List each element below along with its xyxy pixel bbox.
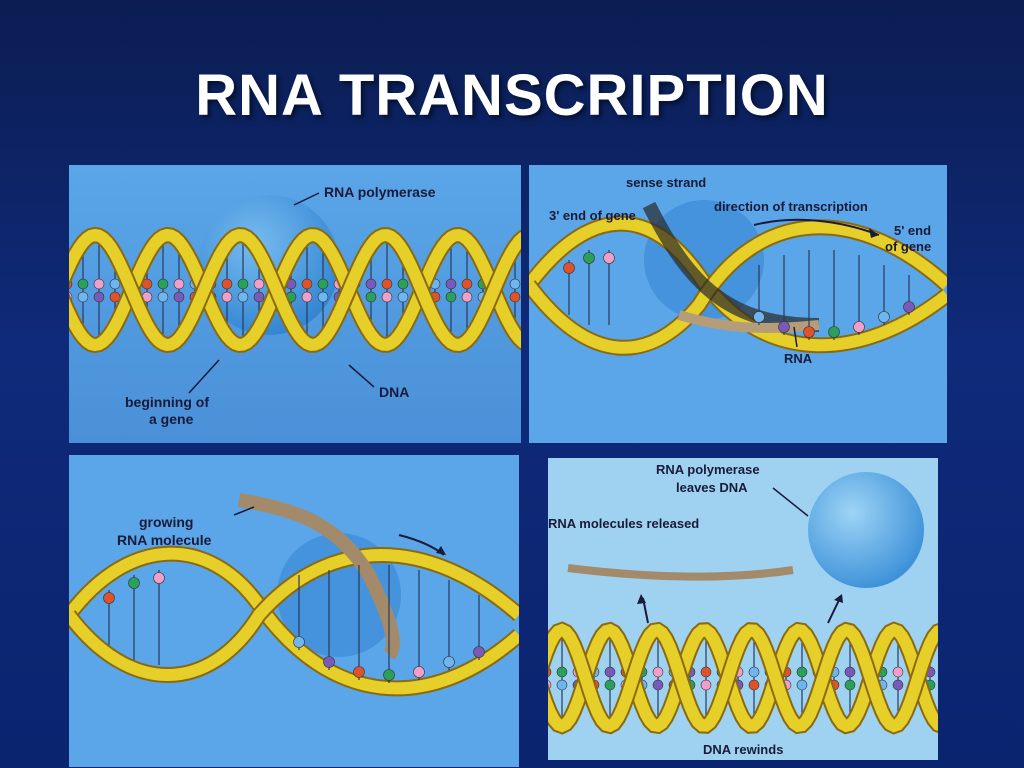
- panel-transcription: sense strand 3' end of gene direction of…: [529, 165, 947, 443]
- panel-termination: RNA polymerase leaves DNA RNA molecules …: [548, 458, 938, 760]
- label-sense-strand: sense strand: [626, 175, 706, 190]
- label-rna: RNA: [784, 351, 813, 366]
- label-rna-polymerase: RNA polymerase: [324, 184, 436, 200]
- label-leaves-line1: RNA polymerase: [656, 462, 760, 477]
- label-leaves-line2: leaves DNA: [676, 480, 748, 495]
- label-5-end-line1: 5' end: [894, 223, 931, 238]
- label-dna-rewinds: DNA rewinds: [703, 742, 783, 757]
- label-direction: direction of transcription: [714, 199, 868, 214]
- dna-helix: [69, 226, 521, 354]
- rna-polymerase-released: [808, 472, 924, 588]
- slide-title: RNA TRANSCRIPTION: [195, 63, 829, 128]
- label-5-end-line2: of gene: [885, 239, 931, 254]
- label-3-end: 3' end of gene: [549, 208, 636, 223]
- panel-elongation: growing RNA molecule: [69, 455, 519, 767]
- label-dna: DNA: [379, 384, 409, 400]
- label-growing-line1: growing: [139, 514, 193, 530]
- label-beginning-line2: a gene: [149, 411, 194, 427]
- label-growing-line2: RNA molecule: [117, 532, 212, 548]
- label-molecules-released: RNA molecules released: [548, 516, 699, 531]
- label-beginning-line1: beginning of: [125, 394, 209, 410]
- panel-dna-before: RNA polymerase DNA beginning of a gene: [69, 165, 521, 443]
